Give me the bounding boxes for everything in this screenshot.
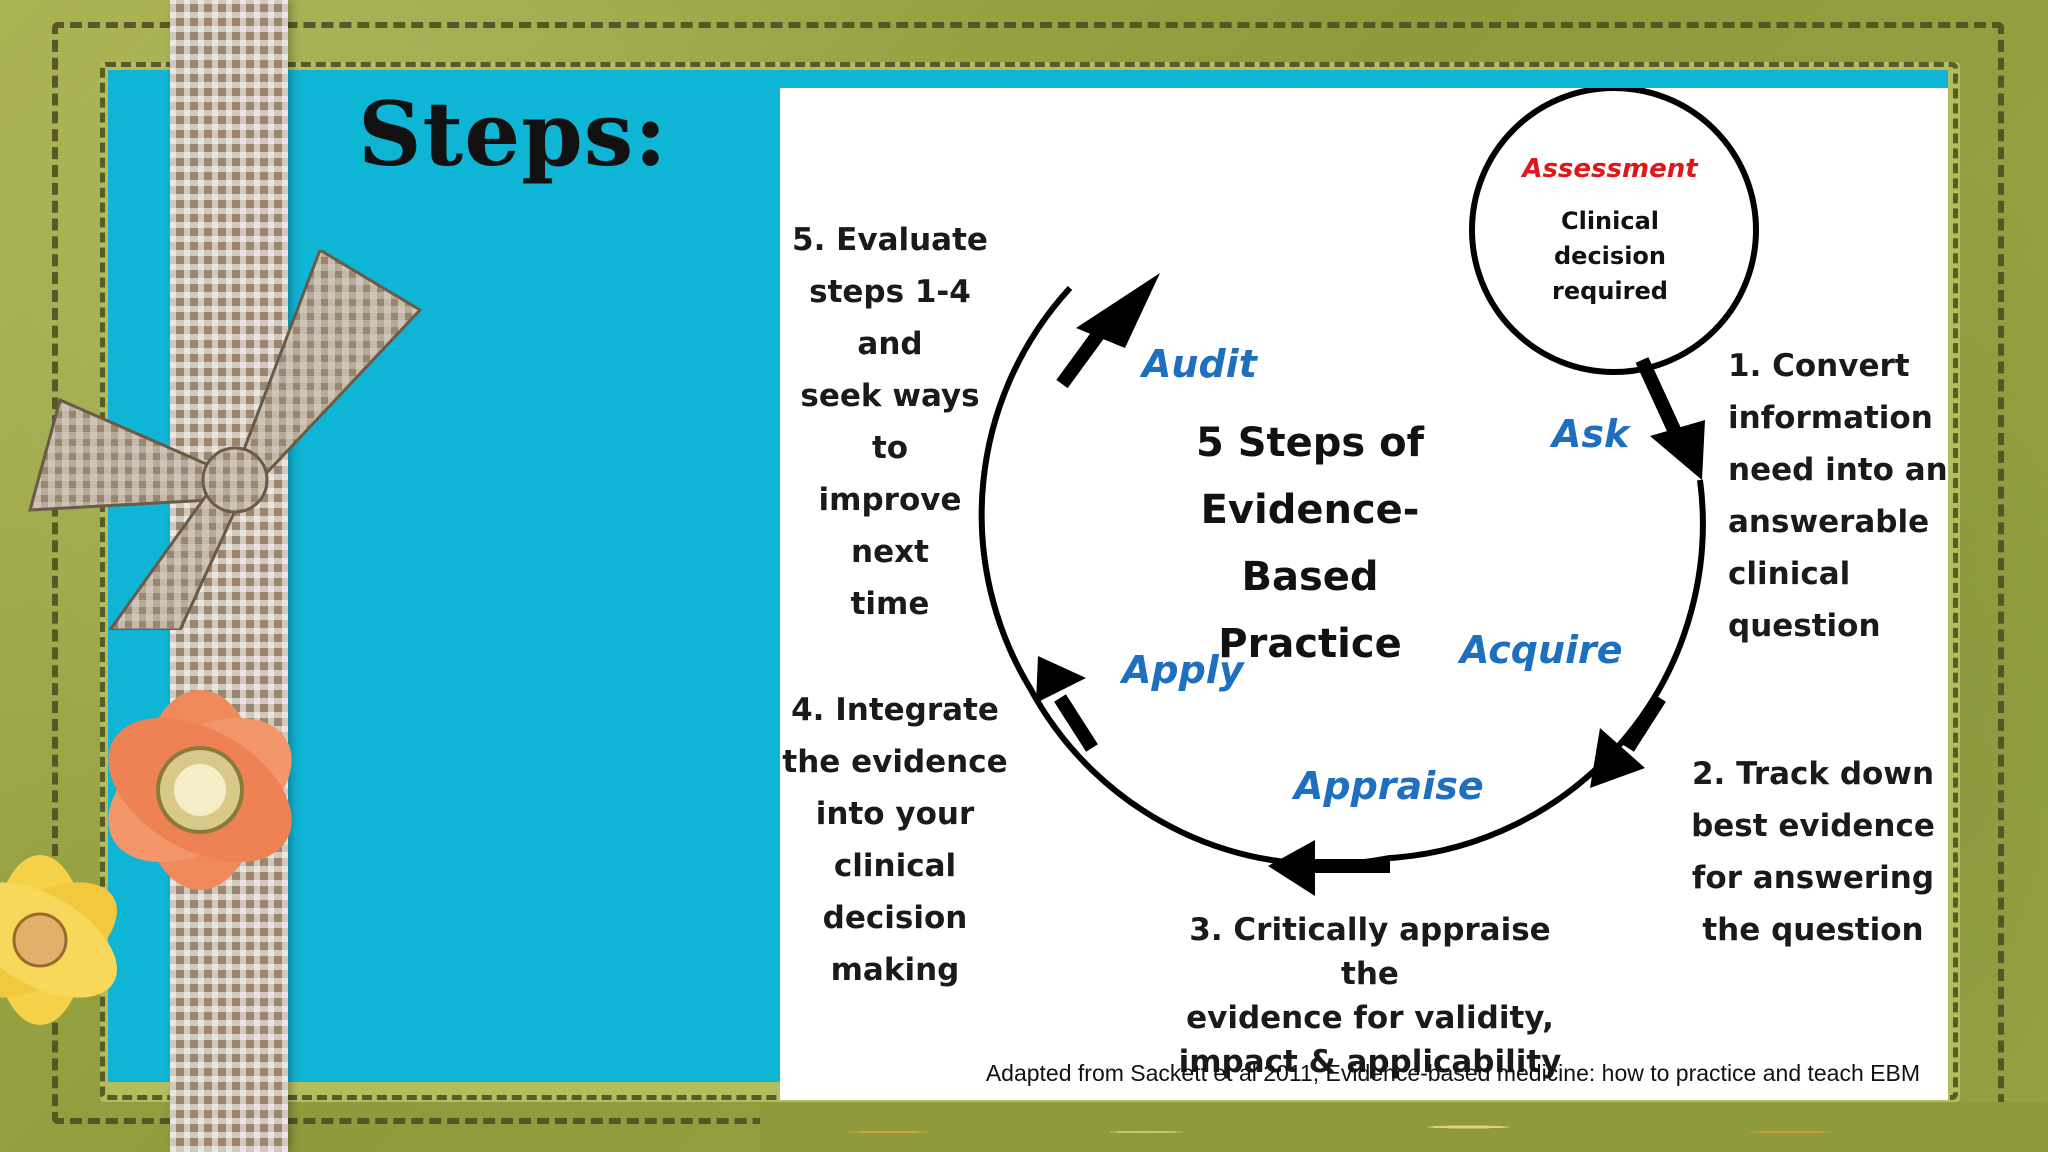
diagram-center-title: 5 Steps of Evidence-Based Practice xyxy=(1140,410,1480,678)
cycle-diagram xyxy=(978,88,1759,896)
cycle-label-ask: Ask xyxy=(1552,412,1630,456)
apply-arrow-shaft xyxy=(1054,694,1098,752)
step-line: impact & applicability xyxy=(1178,1044,1562,1080)
center-title-line: 5 Steps of xyxy=(1195,420,1425,466)
assessment-circle xyxy=(1469,88,1759,375)
cycle-label-apply: Apply xyxy=(1122,648,1244,692)
cycle-label-appraise: Appraise xyxy=(1294,764,1484,808)
apply-arrowhead xyxy=(1036,656,1086,703)
step-4-text: 4. Integrate the evidence into your clin… xyxy=(780,684,1010,996)
acquire-arrow-shaft xyxy=(1622,694,1666,752)
step-line: question xyxy=(1728,608,1881,644)
acquire-arrowhead xyxy=(1590,728,1645,788)
gingham-ribbon xyxy=(170,0,288,1152)
ribbon-bow xyxy=(28,250,423,630)
center-title-line: Practice xyxy=(1218,621,1402,667)
audit-arrowhead xyxy=(1076,273,1160,348)
step-line: need into an xyxy=(1728,452,1948,488)
assessment-line: required xyxy=(1552,277,1668,305)
step-line: answerable xyxy=(1728,504,1930,540)
assessment-body: Clinical decision required xyxy=(1460,204,1760,309)
step-line: evidence for validity, xyxy=(1186,1000,1554,1036)
step-line: 2. Track down xyxy=(1691,756,1935,792)
appraise-arrowhead xyxy=(1268,840,1315,896)
yellow-flower xyxy=(0,855,117,1025)
step-line: improve next xyxy=(818,482,962,570)
step-line: 5. Evaluate xyxy=(792,222,988,258)
bottom-leaf-decoration xyxy=(760,1102,2048,1152)
orange-flower xyxy=(108,690,292,890)
ebp-diagram-card: Assessment Clinical decision required 5 … xyxy=(780,88,1948,1100)
cycle-label-audit: Audit xyxy=(1142,342,1257,386)
step-3-text: 3. Critically appraise the evidence for … xyxy=(1160,908,1580,1084)
step-line: steps 1-4 and xyxy=(809,274,971,362)
step-1-text: 1. Convert information need into an answ… xyxy=(1728,340,1948,652)
audit-arrow-shaft xyxy=(1056,327,1106,389)
step-line: the evidence xyxy=(782,744,1008,780)
ask-arrowhead xyxy=(1650,420,1705,480)
center-title-line: Evidence-Based xyxy=(1200,487,1420,600)
step-line: decision xyxy=(822,900,968,936)
assessment-line: Clinical xyxy=(1560,207,1660,235)
ask-arrow-shaft xyxy=(1635,357,1683,437)
step-line: time xyxy=(850,586,930,622)
assessment-title: Assessment xyxy=(1522,154,1698,184)
assessment-line: decision xyxy=(1554,242,1666,270)
step-2-text: 2. Track down best evidence for answerin… xyxy=(1688,748,1938,956)
step-line: best evidence xyxy=(1691,808,1935,844)
step-5-text: 5. Evaluate steps 1-4 and seek ways to i… xyxy=(780,214,1000,630)
step-line: into your xyxy=(815,796,975,832)
slide-title: Steps: xyxy=(358,82,668,186)
step-line: information xyxy=(1728,400,1933,436)
citation-text: Adapted from Sackett et al 2011, Evidenc… xyxy=(985,1060,1920,1086)
step-line: clinical xyxy=(833,848,957,884)
step-line: 1. Convert xyxy=(1728,348,1910,384)
step-line: 4. Integrate xyxy=(791,692,999,728)
step-line: making xyxy=(830,952,960,988)
step-line: seek ways to xyxy=(800,378,980,466)
step-line: 3. Critically appraise the xyxy=(1189,912,1551,992)
cycle-label-acquire: Acquire xyxy=(1460,628,1623,672)
step-line: the question xyxy=(1702,912,1924,948)
step-line: for answering xyxy=(1691,860,1935,896)
step-line: clinical xyxy=(1728,556,1851,592)
